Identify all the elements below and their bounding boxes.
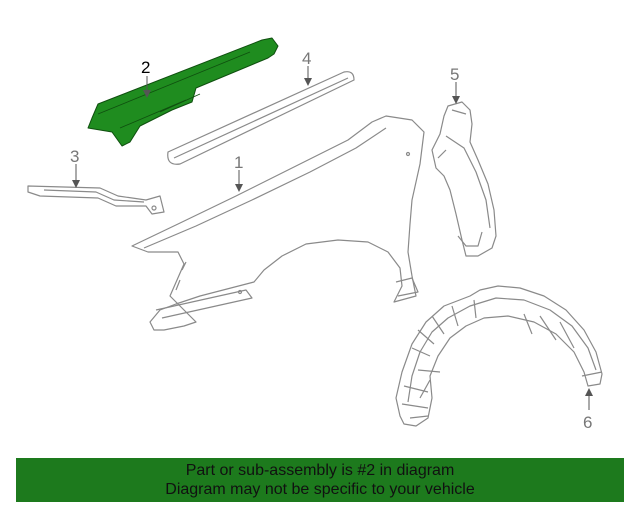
banner-line-1: Part or sub-assembly is #2 in diagram [185,462,455,479]
part-1-fender[interactable] [131,115,425,331]
part-4-molding-strip[interactable] [167,71,355,165]
part-6-wheel-liner[interactable] [395,285,603,427]
leader-arrowheads [72,78,593,396]
callout-4: 4 [302,49,311,68]
banner-line-2: Diagram may not be specific to your vehi… [165,481,475,498]
callout-3: 3 [70,147,79,166]
info-banner: Part or sub-assembly is #2 in diagram Di… [16,458,624,502]
part-2-highlighted-brace[interactable] [87,37,279,147]
callout-1: 1 [234,153,243,172]
callout-6: 6 [583,413,592,432]
part-3-bracket[interactable] [27,185,165,215]
part-5-inner-panel[interactable] [431,101,497,257]
parts-diagram: 2 4 3 1 5 6 [27,37,603,432]
callout-2: 2 [141,58,150,77]
callout-5: 5 [450,65,459,84]
